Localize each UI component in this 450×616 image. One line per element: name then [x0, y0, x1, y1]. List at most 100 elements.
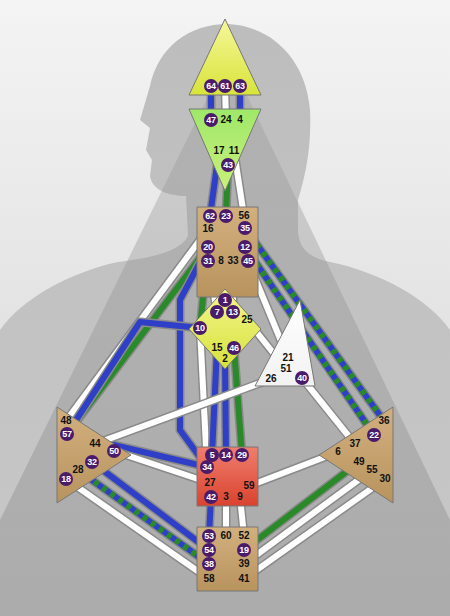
gate-number: 29 — [235, 448, 249, 462]
gate-number: 18 — [59, 472, 73, 486]
head-silhouette — [0, 24, 450, 616]
gate-number: 14 — [219, 448, 233, 462]
channel-stroke — [234, 348, 242, 455]
gate-number: 17 — [213, 144, 224, 158]
gate-number: 10 — [193, 321, 207, 335]
channel-stroke — [244, 470, 372, 564]
gate-number: 63 — [233, 79, 247, 93]
throat-center: 622356163520123183345 — [196, 206, 259, 298]
center-shape — [197, 527, 258, 591]
gate-number: 62 — [203, 209, 217, 223]
root-center: 536052541938395841 — [196, 526, 259, 592]
gate-number: 64 — [204, 79, 218, 93]
channel-line — [244, 479, 385, 579]
gate-number: 25 — [241, 313, 252, 327]
channel-stroke — [66, 479, 209, 579]
channel-line — [95, 379, 271, 444]
gate-number: 35 — [238, 221, 252, 235]
gate-number: 58 — [203, 572, 214, 586]
channel-stroke — [95, 379, 271, 444]
channel-stroke — [200, 328, 207, 467]
gate-number: 49 — [353, 455, 364, 469]
heart-center: 2151 26 40 — [254, 298, 316, 388]
center-shape — [197, 447, 258, 506]
channel-stroke — [302, 378, 355, 444]
channel-stroke — [244, 479, 385, 579]
channel-stroke — [78, 470, 209, 564]
gate-number: 28 — [72, 463, 83, 477]
gate-number: 43 — [221, 158, 235, 172]
g-center: 1713102515462 — [188, 288, 262, 370]
channel-stroke — [95, 379, 271, 444]
channel-stroke — [245, 247, 374, 435]
channel-stroke — [234, 348, 242, 455]
channel-stroke — [225, 359, 226, 455]
gate-number: 54 — [202, 543, 216, 557]
channel-stroke — [245, 247, 374, 435]
gate-number: 11 — [229, 144, 240, 158]
gate-number: 3 — [223, 490, 229, 504]
gate-number: 13 — [226, 305, 240, 319]
gate-number: 33 — [227, 254, 238, 268]
center-shape — [189, 19, 261, 95]
sacral-center: 514293427594239 — [196, 446, 259, 507]
channel-line — [66, 479, 209, 579]
channel-stroke — [225, 359, 226, 455]
gate-number: 9 — [237, 490, 243, 504]
gate-number: 45 — [241, 254, 255, 268]
gate-number: 36 — [378, 414, 389, 428]
center-shape — [319, 407, 393, 503]
spleen-center: 48574450322818 — [56, 406, 132, 504]
body-triangle — [0, 56, 450, 616]
gate-number: 16 — [202, 222, 213, 236]
gate-number: 48 — [60, 414, 71, 428]
center-shape — [197, 207, 258, 297]
gate-number: 30 — [379, 472, 390, 486]
gate-number: 40 — [295, 371, 309, 385]
channel-line — [200, 328, 207, 467]
channel-stroke — [302, 378, 355, 444]
gate-number: 39 — [238, 557, 249, 571]
gate-number: 22 — [367, 428, 381, 442]
gate-number: 51 — [280, 362, 291, 376]
channel-line — [244, 470, 372, 564]
gate-number: 7 — [210, 305, 224, 319]
gate-number: 50 — [107, 444, 121, 458]
channel-stroke — [78, 470, 209, 564]
center-shape — [189, 109, 261, 191]
gate-number: 42 — [204, 490, 218, 504]
channel-line — [234, 348, 242, 455]
gate-number: 53 — [202, 529, 216, 543]
channel-stroke — [66, 479, 209, 579]
gate-number: 59 — [243, 479, 254, 493]
gate-number: 21 — [282, 351, 293, 365]
ajna-center: 47244171143 — [188, 108, 262, 192]
center-shape — [57, 407, 131, 503]
gate-number: 55 — [366, 463, 377, 477]
gate-number: 44 — [89, 437, 100, 451]
gate-number: 24 — [220, 113, 231, 127]
center-shape — [255, 300, 315, 386]
gate-number: 34 — [200, 460, 214, 474]
head-center: 646163 — [188, 18, 262, 96]
gate-number: 26 — [265, 372, 276, 386]
channel-stroke — [245, 247, 374, 435]
gate-number: 8 — [218, 254, 224, 268]
channel-stroke — [78, 470, 209, 564]
gate-number: 19 — [237, 543, 251, 557]
gate-number: 23 — [219, 209, 233, 223]
gate-number: 38 — [202, 557, 216, 571]
gate-number: 41 — [238, 572, 249, 586]
channel-line — [302, 378, 355, 444]
channel-line — [78, 470, 209, 564]
gate-number: 20 — [201, 240, 215, 254]
gate-number: 47 — [204, 113, 218, 127]
channel-stroke — [244, 470, 372, 564]
gate-number: 52 — [238, 529, 249, 543]
channel-stroke — [200, 328, 207, 467]
channel-stroke — [244, 479, 385, 579]
gate-number: 15 — [211, 341, 222, 355]
gate-number: 32 — [85, 455, 99, 469]
gate-number: 12 — [238, 240, 252, 254]
channel-line — [245, 247, 374, 435]
